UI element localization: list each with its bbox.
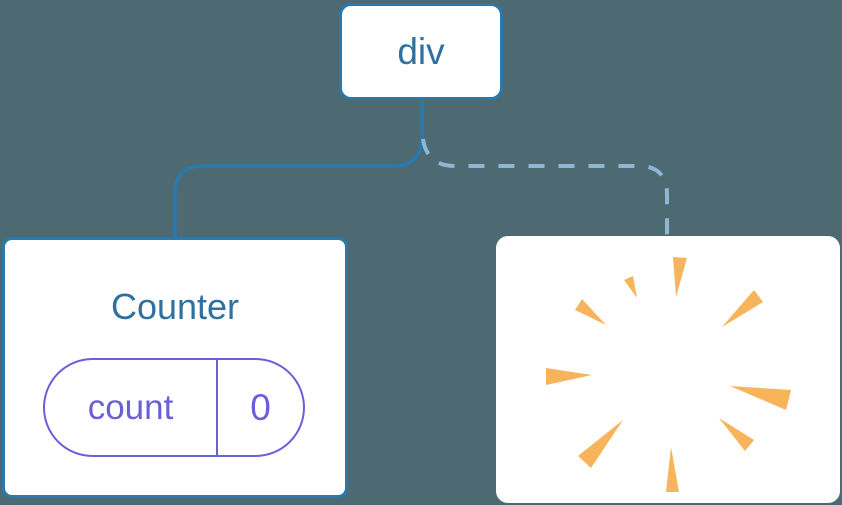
state-value: 0 <box>250 386 271 428</box>
state-pill: count 0 <box>43 358 305 457</box>
solid-edge-to-counter <box>173 101 424 237</box>
state-key: count <box>45 360 218 455</box>
removed-component-card <box>496 236 840 503</box>
poof-icon <box>546 257 791 492</box>
counter-title: Counter <box>110 286 240 327</box>
root-node-div: div <box>339 3 503 100</box>
counter-component-card: Counter count 0 <box>2 237 348 498</box>
root-node-label: div <box>397 30 445 72</box>
dashed-edge-to-removed <box>421 138 669 236</box>
